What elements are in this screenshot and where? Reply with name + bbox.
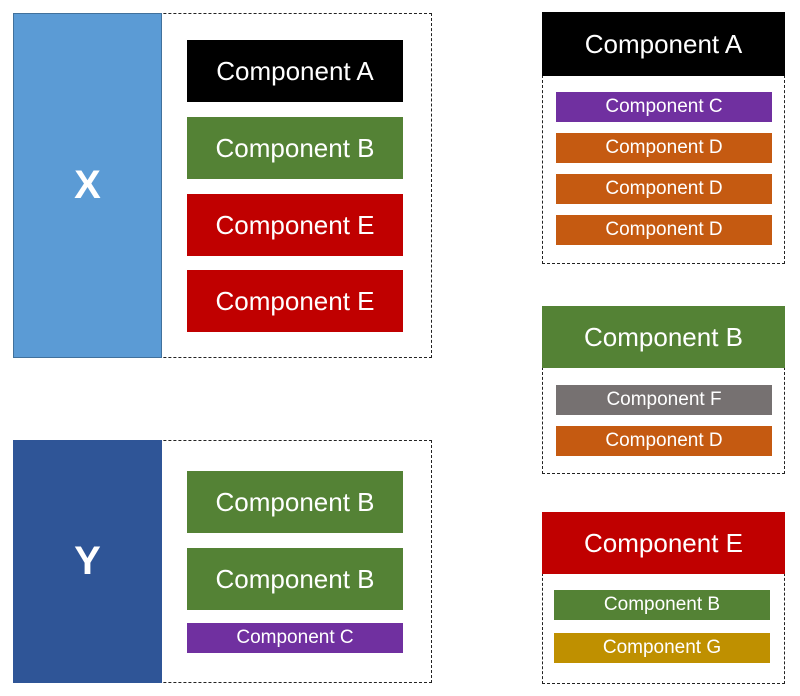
- b-header: Component B: [542, 306, 785, 368]
- x-component-a: Component A: [187, 40, 403, 102]
- a-header: Component A: [542, 12, 785, 76]
- x-component-b: Component B: [187, 117, 403, 179]
- x-component-e-1: Component E: [187, 194, 403, 256]
- a-child-d-3-label: Component D: [605, 219, 723, 240]
- y-component-c-label: Component C: [236, 627, 354, 648]
- a-child-c: Component C: [556, 92, 772, 122]
- a-child-d-1-label: Component D: [605, 137, 723, 158]
- x-component-e-2-label: Component E: [215, 285, 375, 316]
- a-header-label: Component A: [584, 28, 743, 59]
- a-child-d-3: Component D: [556, 215, 772, 245]
- b-child-f-label: Component F: [606, 389, 722, 410]
- a-child-d-2: Component D: [556, 174, 772, 204]
- b-child-d: Component D: [556, 426, 772, 456]
- y-component-b-2: Component B: [187, 548, 403, 610]
- x-component-e-2: Component E: [187, 270, 403, 332]
- x-block: X: [13, 13, 162, 358]
- y-component-b-2-label: Component B: [215, 563, 375, 594]
- y-label: Y: [74, 539, 101, 583]
- e-header: Component E: [542, 512, 785, 574]
- e-child-g-label: Component G: [602, 637, 722, 658]
- x-component-e-1-label: Component E: [215, 209, 375, 240]
- b-header-label: Component B: [584, 321, 743, 352]
- x-component-a-label: Component A: [216, 55, 374, 86]
- e-child-b-label: Component B: [603, 594, 721, 615]
- b-child-f: Component F: [556, 385, 772, 415]
- e-child-g: Component G: [554, 633, 770, 663]
- y-component-b-1: Component B: [187, 471, 403, 533]
- b-child-d-label: Component D: [605, 430, 723, 451]
- e-header-label: Component E: [584, 527, 743, 558]
- y-component-c: Component C: [187, 623, 403, 653]
- b-children-container: [542, 367, 785, 474]
- y-component-b-1-label: Component B: [215, 486, 375, 517]
- y-block: Y: [13, 440, 162, 683]
- x-label: X: [74, 163, 101, 207]
- e-child-b: Component B: [554, 590, 770, 620]
- a-child-d-2-label: Component D: [605, 178, 723, 199]
- x-component-b-label: Component B: [215, 132, 375, 163]
- a-child-d-1: Component D: [556, 133, 772, 163]
- a-child-c-label: Component C: [605, 96, 723, 117]
